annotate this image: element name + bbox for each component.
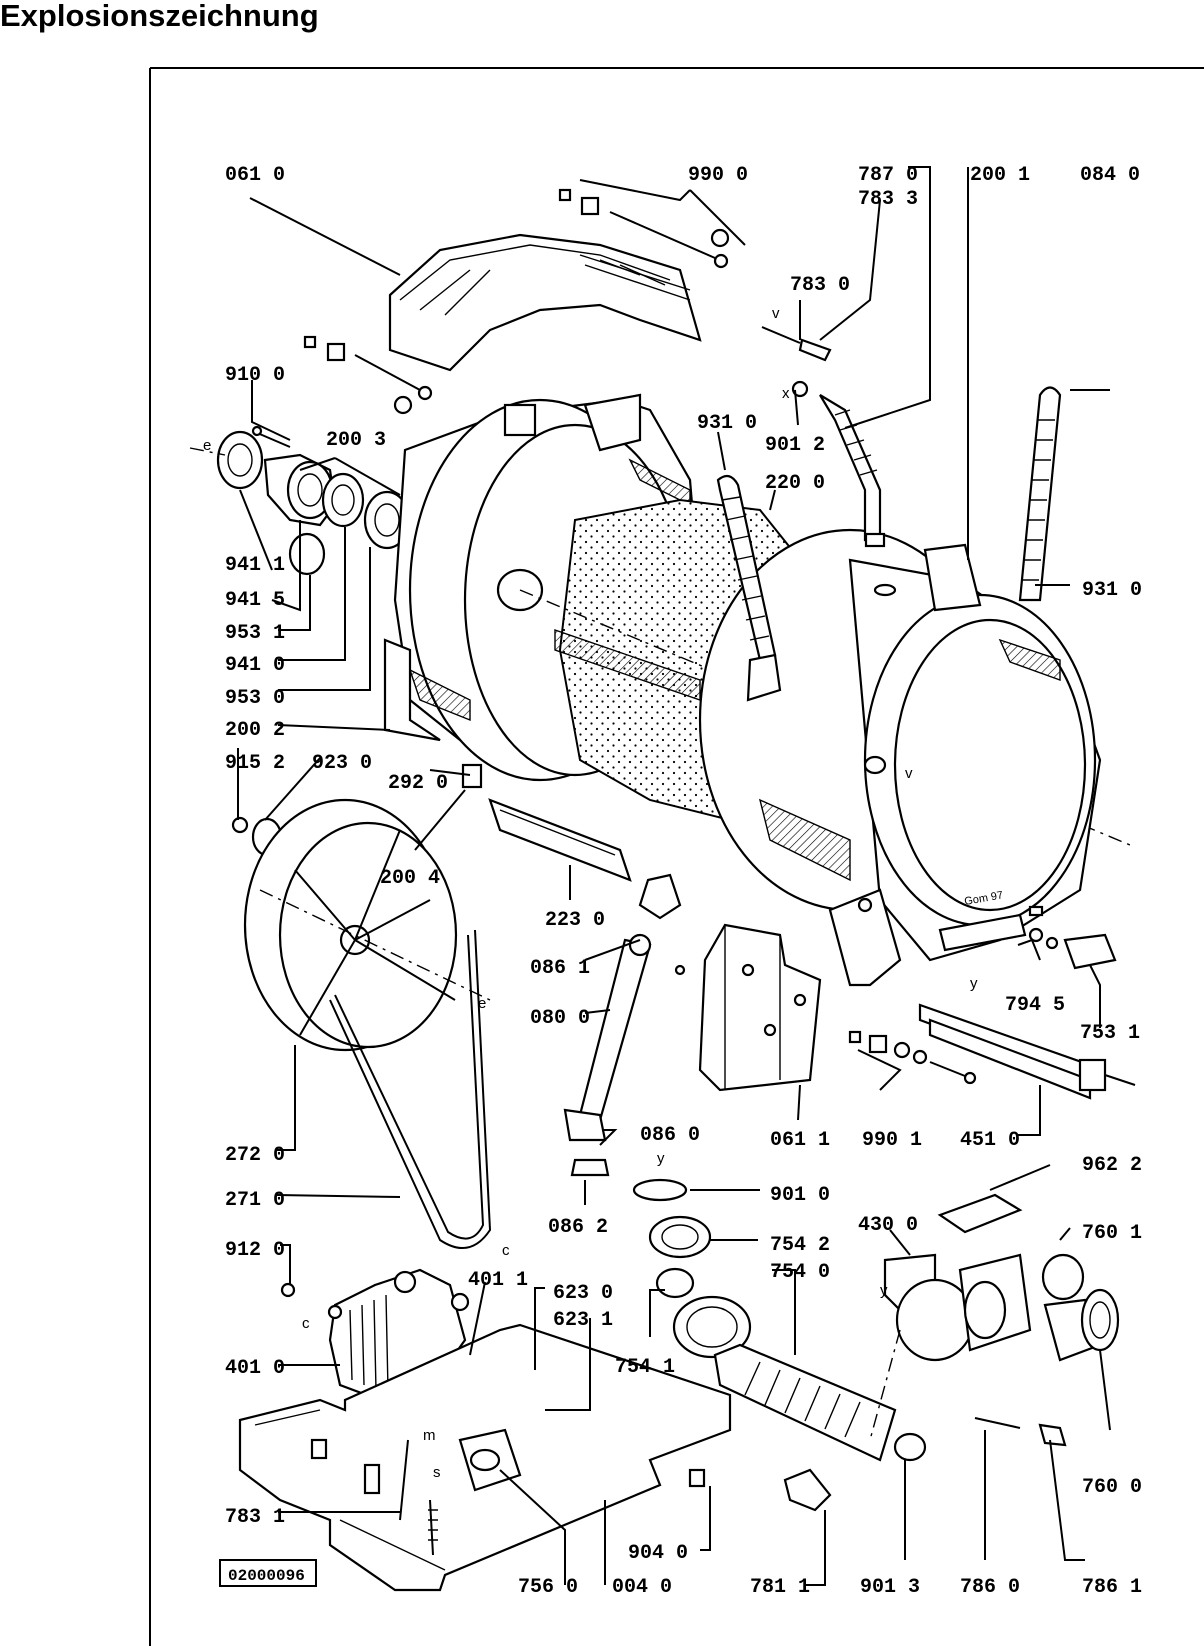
part-label: 786 1: [1082, 1576, 1142, 1599]
part-label: 756 0: [518, 1576, 578, 1599]
part-sensor: [938, 905, 1117, 970]
part-pulley: [243, 798, 491, 1052]
part-label: 941 1: [225, 554, 285, 577]
part-weights: [383, 638, 632, 882]
part-label: 787 0: [858, 164, 918, 187]
part-heater: [918, 1003, 1136, 1100]
part-label: 004 0: [612, 1576, 672, 1599]
part-label: 915 2: [225, 752, 285, 775]
part-label: 901 3: [860, 1576, 920, 1599]
part-screw-set-bottom: [848, 1030, 977, 1085]
part-label: 783 1: [225, 1506, 285, 1529]
part-label: 623 0: [553, 1282, 613, 1305]
connection-letter: c: [302, 1315, 310, 1332]
part-label: 401 0: [225, 1357, 285, 1380]
drawing-number-box: 02000096: [219, 1559, 317, 1587]
part-label: 990 1: [862, 1129, 922, 1152]
part-label: 990 0: [688, 164, 748, 187]
part-top-cover: [388, 233, 702, 372]
connection-letters: e e v v x y y y c c m s: [203, 305, 978, 1481]
connection-letter: e: [203, 437, 211, 454]
part-label: 783 3: [858, 188, 918, 211]
part-label: 200 3: [326, 429, 386, 452]
connection-letter: v: [772, 305, 780, 322]
part-cable-and-foot: [399, 1439, 706, 1556]
part-label: 754 1: [615, 1356, 675, 1379]
connection-letter: y: [880, 1282, 888, 1299]
part-spring-left: [716, 474, 782, 702]
page-title: Explosionszeichnung: [0, 0, 319, 33]
part-drain-pump: [883, 1253, 1120, 1362]
connection-letter: m: [423, 1427, 436, 1444]
part-label: 760 0: [1082, 1476, 1142, 1499]
diagram-border: [149, 67, 1204, 1646]
part-label: 401 1: [468, 1269, 528, 1292]
part-label: 272 0: [225, 1144, 285, 1167]
part-hose-clamps: [783, 1329, 1067, 1512]
part-label: 794 5: [1005, 994, 1065, 1017]
connection-letter: y: [970, 975, 978, 992]
part-drain-hose-top: [761, 326, 886, 548]
part-label: 923 0: [312, 752, 372, 775]
part-label: 430 0: [858, 1214, 918, 1237]
part-label: 781 1: [750, 1576, 810, 1599]
part-label: 086 2: [548, 1216, 608, 1239]
part-label: 910 0: [225, 364, 285, 387]
part-label: 623 1: [553, 1309, 613, 1332]
part-label: 953 1: [225, 622, 285, 645]
part-label: 931 0: [697, 412, 757, 435]
part-label: 086 1: [530, 957, 590, 980]
part-belt: [329, 929, 492, 1249]
part-shock-absorber: [563, 873, 686, 1177]
connection-letter: x: [782, 385, 790, 402]
part-label: 200 1: [970, 164, 1030, 187]
part-spring-right: [1018, 386, 1062, 602]
part-label: 760 1: [1082, 1222, 1142, 1245]
part-label: 754 2: [770, 1234, 830, 1257]
part-counterweight: [698, 923, 822, 1092]
part-screw-set-top: [303, 188, 730, 415]
part-label: 220 0: [765, 472, 825, 495]
part-tub-front: [698, 528, 1102, 987]
part-label: 200 4: [380, 867, 440, 890]
part-label: 901 0: [770, 1184, 830, 1207]
part-labels: 061 0 990 0 787 0 783 3 200 1 084 0 783 …: [225, 164, 1142, 1599]
part-sump-assembly: [632, 1178, 897, 1462]
part-label: 061 0: [225, 164, 285, 187]
part-label: 931 0: [1082, 579, 1142, 602]
part-label: 292 0: [388, 772, 448, 795]
part-label: 904 0: [628, 1542, 688, 1565]
part-label: 962 2: [1082, 1154, 1142, 1177]
part-base-frame: [238, 1323, 732, 1592]
part-label: 901 2: [765, 434, 825, 457]
part-label: 953 0: [225, 687, 285, 710]
part-label: 753 1: [1080, 1022, 1140, 1045]
part-label: 783 0: [790, 274, 850, 297]
connection-letter: s: [433, 1464, 441, 1481]
connection-letter: c: [502, 1242, 510, 1259]
part-bolt-910: [251, 425, 291, 448]
leader-lines: [237, 166, 1111, 1586]
part-label: 451 0: [960, 1129, 1020, 1152]
part-label: 754 0: [770, 1261, 830, 1284]
part-label: 061 1: [770, 1129, 830, 1152]
part-label: 223 0: [545, 909, 605, 932]
part-label: 080 0: [530, 1007, 590, 1030]
part-label: 941 0: [225, 654, 285, 677]
part-label: 786 0: [960, 1576, 1020, 1599]
part-label: 271 0: [225, 1189, 285, 1212]
connection-letter: v: [905, 765, 913, 782]
drawing-number: 02000096: [228, 1567, 305, 1585]
part-label: 912 0: [225, 1239, 285, 1262]
part-label: 084 0: [1080, 164, 1140, 187]
connection-letter: y: [657, 1150, 665, 1167]
part-label: 941 5: [225, 589, 285, 612]
part-label: 086 0: [640, 1124, 700, 1147]
connection-letter: e: [478, 995, 486, 1012]
part-bearing-assembly: [189, 430, 411, 576]
part-label: 200 2: [225, 719, 285, 742]
part-insulation-pad: [937, 1193, 1023, 1234]
